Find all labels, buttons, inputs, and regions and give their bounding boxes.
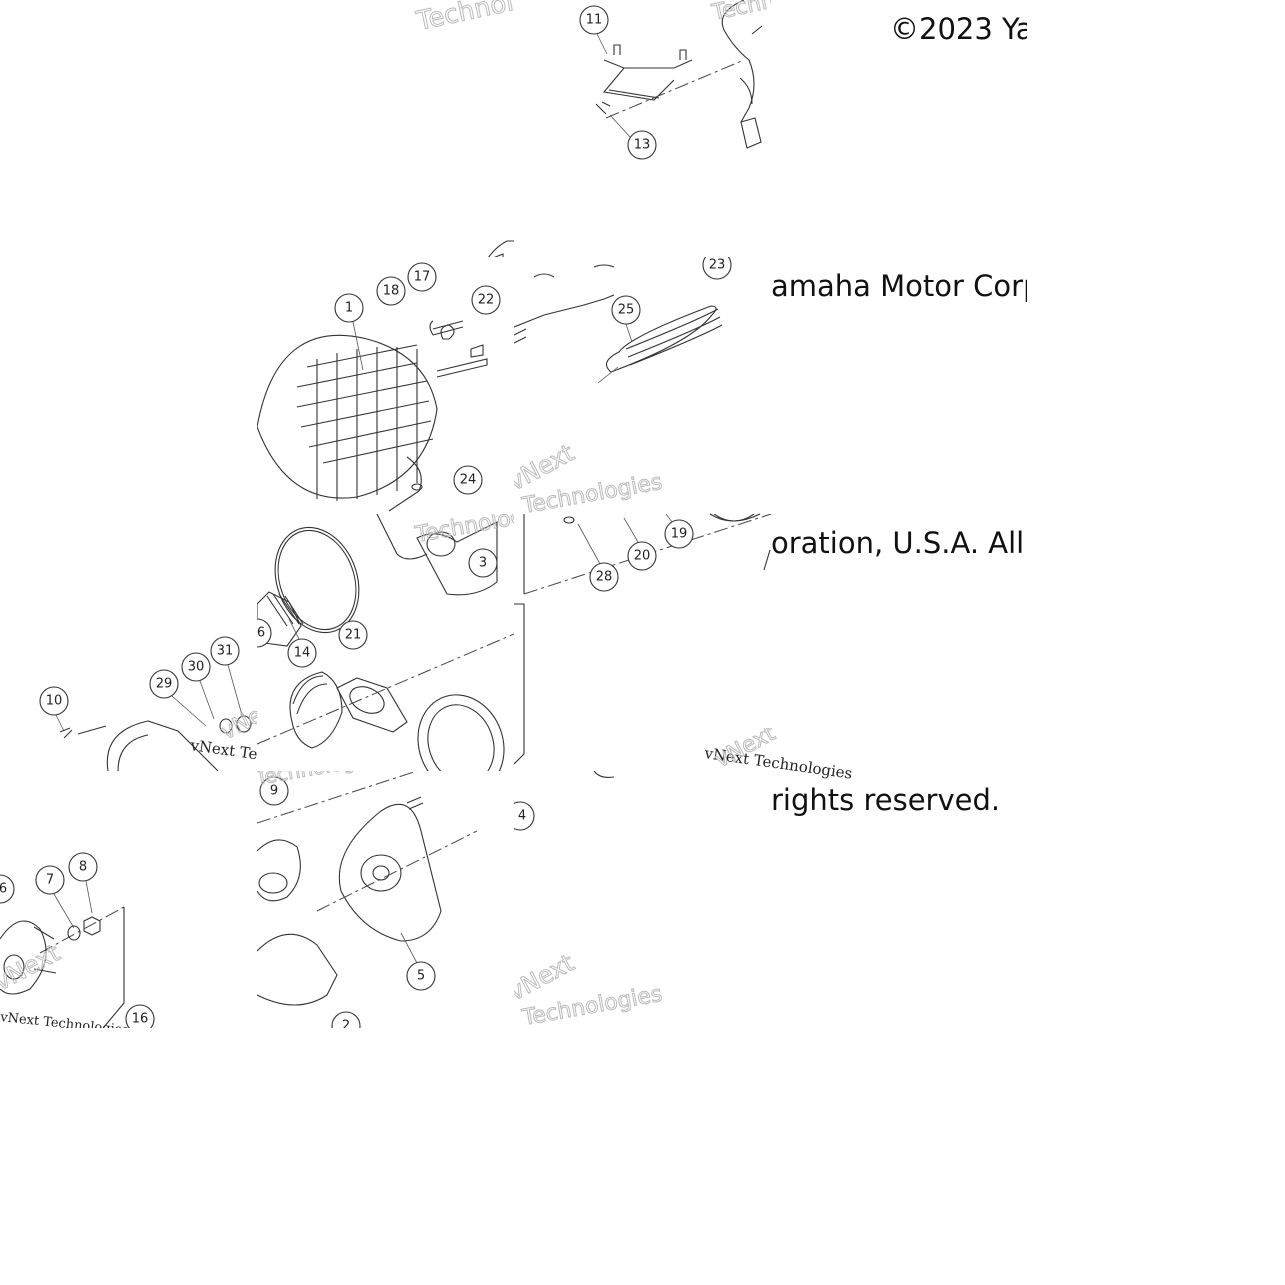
svg-text:21: 21 — [345, 628, 362, 643]
callout-8: 8 — [68, 852, 98, 882]
svg-text:11: 11 — [586, 13, 603, 28]
svg-text:29: 29 — [156, 677, 173, 692]
svg-text:2: 2 — [342, 1019, 350, 1029]
copyright-line-3: oration, U.S.A. All — [771, 526, 1025, 560]
callout-30: 30 — [181, 652, 211, 682]
callout-6: 6 — [257, 618, 272, 648]
copyright-line-2: amaha Motor Corp — [771, 269, 1027, 303]
svg-text:5: 5 — [417, 969, 425, 984]
svg-text:13: 13 — [634, 138, 651, 153]
callout-19: 19 — [664, 519, 694, 549]
callout-11: 11 — [579, 5, 609, 35]
diagram-tile-r2c2: 28 20 19 — [514, 514, 771, 771]
svg-text:17: 17 — [414, 270, 431, 285]
svg-text:24: 24 — [460, 473, 477, 488]
watermark-ghost-top: Technologies — [709, 0, 771, 26]
svg-text:25: 25 — [618, 303, 635, 318]
callout-17: 18 — [376, 276, 406, 306]
svg-text:28: 28 — [596, 570, 613, 585]
diagram-tile-r1c2: 25 23 vNext Technologies — [514, 257, 771, 514]
svg-text:9: 9 — [270, 784, 278, 799]
diagram-tile-r2c1: 14 21 6 3 Technologies — [257, 514, 514, 771]
svg-text:Technologies: Technologies — [413, 514, 514, 548]
copyright-line-4: rights reserved. — [771, 783, 1001, 817]
diagram-tile-r1c0-top: vNext Technologies vNext — [0, 128, 257, 257]
callout-9: 9 — [259, 776, 289, 806]
callout-25: 25 — [611, 295, 641, 325]
svg-text:vNext: vNext — [191, 255, 257, 257]
callout-6b: 6 — [0, 874, 15, 904]
callout-20: 20 — [627, 541, 657, 571]
svg-text:1: 1 — [345, 301, 353, 316]
callout-13: 13 — [627, 130, 657, 160]
svg-text:20: 20 — [634, 549, 651, 564]
diagram-tile-r1c1-top — [257, 128, 514, 257]
svg-text:14: 14 — [294, 646, 311, 661]
svg-text:3: 3 — [479, 556, 487, 571]
callout-22: 22 — [471, 285, 501, 315]
callout-31: 31 — [210, 636, 240, 666]
callout-2: 2 — [331, 1011, 361, 1029]
callout-1: 1 — [334, 293, 364, 323]
diagram-tile-r3c0: 6 7 8 16 vNext vNext Technologies — [0, 771, 257, 1028]
callout-28: 28 — [589, 562, 619, 592]
callout-16: 17 — [407, 262, 437, 292]
diagram-tile-r2c0: 10 29 30 31 vNext Technologies vNext — [0, 514, 257, 771]
svg-text:7: 7 — [46, 873, 54, 888]
svg-text:22: 22 — [478, 293, 495, 308]
callout-24: 24 — [453, 465, 483, 495]
svg-text:8: 8 — [79, 860, 87, 875]
svg-text:18: 18 — [383, 284, 400, 299]
callout-21: 21 — [338, 620, 368, 650]
svg-text:6: 6 — [0, 882, 7, 897]
copyright-line-1: ©2023 Ya — [890, 12, 1027, 46]
callout-10: 10 — [39, 686, 69, 716]
svg-text:30: 30 — [188, 660, 205, 675]
svg-text:6: 6 — [257, 626, 265, 641]
diagram-tile-r2c0-top: vNext vNext Technologies — [0, 385, 257, 514]
callout-14: 14 — [287, 638, 317, 668]
callout-18: 16 — [125, 1004, 155, 1028]
svg-text:19: 19 — [671, 527, 688, 542]
diagram-tile-r2c3-edge — [700, 500, 771, 580]
callout-4: 4 — [514, 801, 535, 831]
diagram-tile-r3c3-wm: vNext Technologies vNext — [700, 728, 860, 788]
diagram-tile-r1c1: 1 18 17 22 24 — [257, 257, 514, 514]
callout-5: 5 — [406, 961, 436, 991]
svg-text:10: 10 — [46, 694, 63, 709]
svg-text:4: 4 — [518, 809, 526, 824]
callout-29: 29 — [149, 669, 179, 699]
callout-7: 7 — [35, 865, 65, 895]
svg-text:16: 16 — [132, 1012, 149, 1027]
callout-3: 3 — [468, 548, 498, 578]
callout-23: 23 — [702, 257, 732, 280]
svg-text:31: 31 — [217, 644, 234, 659]
svg-text:vNext: vNext — [0, 939, 65, 997]
svg-text:vNext Technologies: vNext Technologies — [188, 736, 257, 771]
diagram-tile-r3c1: 9 5 2 Technologies — [257, 771, 514, 1028]
diagram-tile-r3c2: 4 vNext Technologies — [514, 771, 771, 1028]
svg-text:vNext: vNext — [217, 693, 257, 745]
diagram-tile-r1c3-top: vNext Technologies vNext — [514, 160, 771, 257]
svg-text:23: 23 — [709, 258, 726, 273]
